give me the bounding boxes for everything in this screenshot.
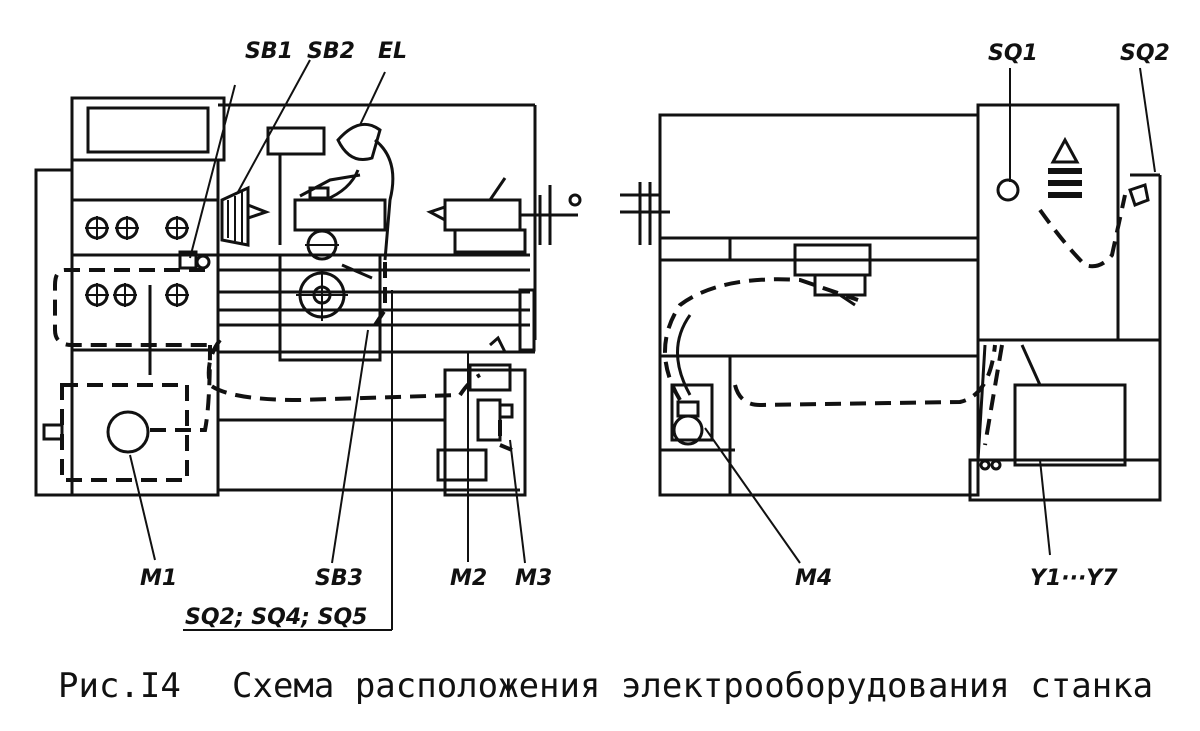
- label-m2: M2: [450, 566, 487, 591]
- label-sq1: SQ1: [988, 41, 1038, 66]
- caption-text: Схема расположения электрооборудования с…: [232, 666, 1153, 706]
- caption-figure-number: Рис.I4: [58, 666, 181, 706]
- electrical-cabinet: [976, 103, 1162, 500]
- right-machine-view: SQ1 SQ2 M4 Y1···Y7: [620, 41, 1170, 591]
- label-sq-group: SQ2; SQ4; SQ5: [185, 605, 367, 630]
- label-el: EL: [378, 39, 407, 64]
- label-y-range: Y1···Y7: [1030, 566, 1118, 591]
- label-sb3: SB3: [315, 566, 363, 591]
- handwheel: [620, 182, 670, 245]
- tailstock: [426, 177, 582, 254]
- figure-caption: Рис.I4 Схема расположения электрооборудо…: [58, 666, 1153, 706]
- label-m1: M1: [140, 566, 177, 591]
- label-sb1: SB1: [245, 39, 293, 64]
- motor-m4: [670, 383, 714, 446]
- m2-m3-motors: [436, 335, 514, 482]
- rear-carriage: [793, 243, 872, 307]
- label-sq2: SQ2: [1120, 41, 1170, 66]
- label-m3: M3: [515, 566, 552, 591]
- label-m4: M4: [795, 566, 832, 591]
- chuck: [220, 185, 271, 247]
- carriage: [278, 173, 387, 362]
- left-machine-view: SB1 SB2 EL M1 SB3 M2 M3 SQ2; SQ4; SQ5: [34, 39, 582, 631]
- label-sb2: SB2: [307, 39, 355, 64]
